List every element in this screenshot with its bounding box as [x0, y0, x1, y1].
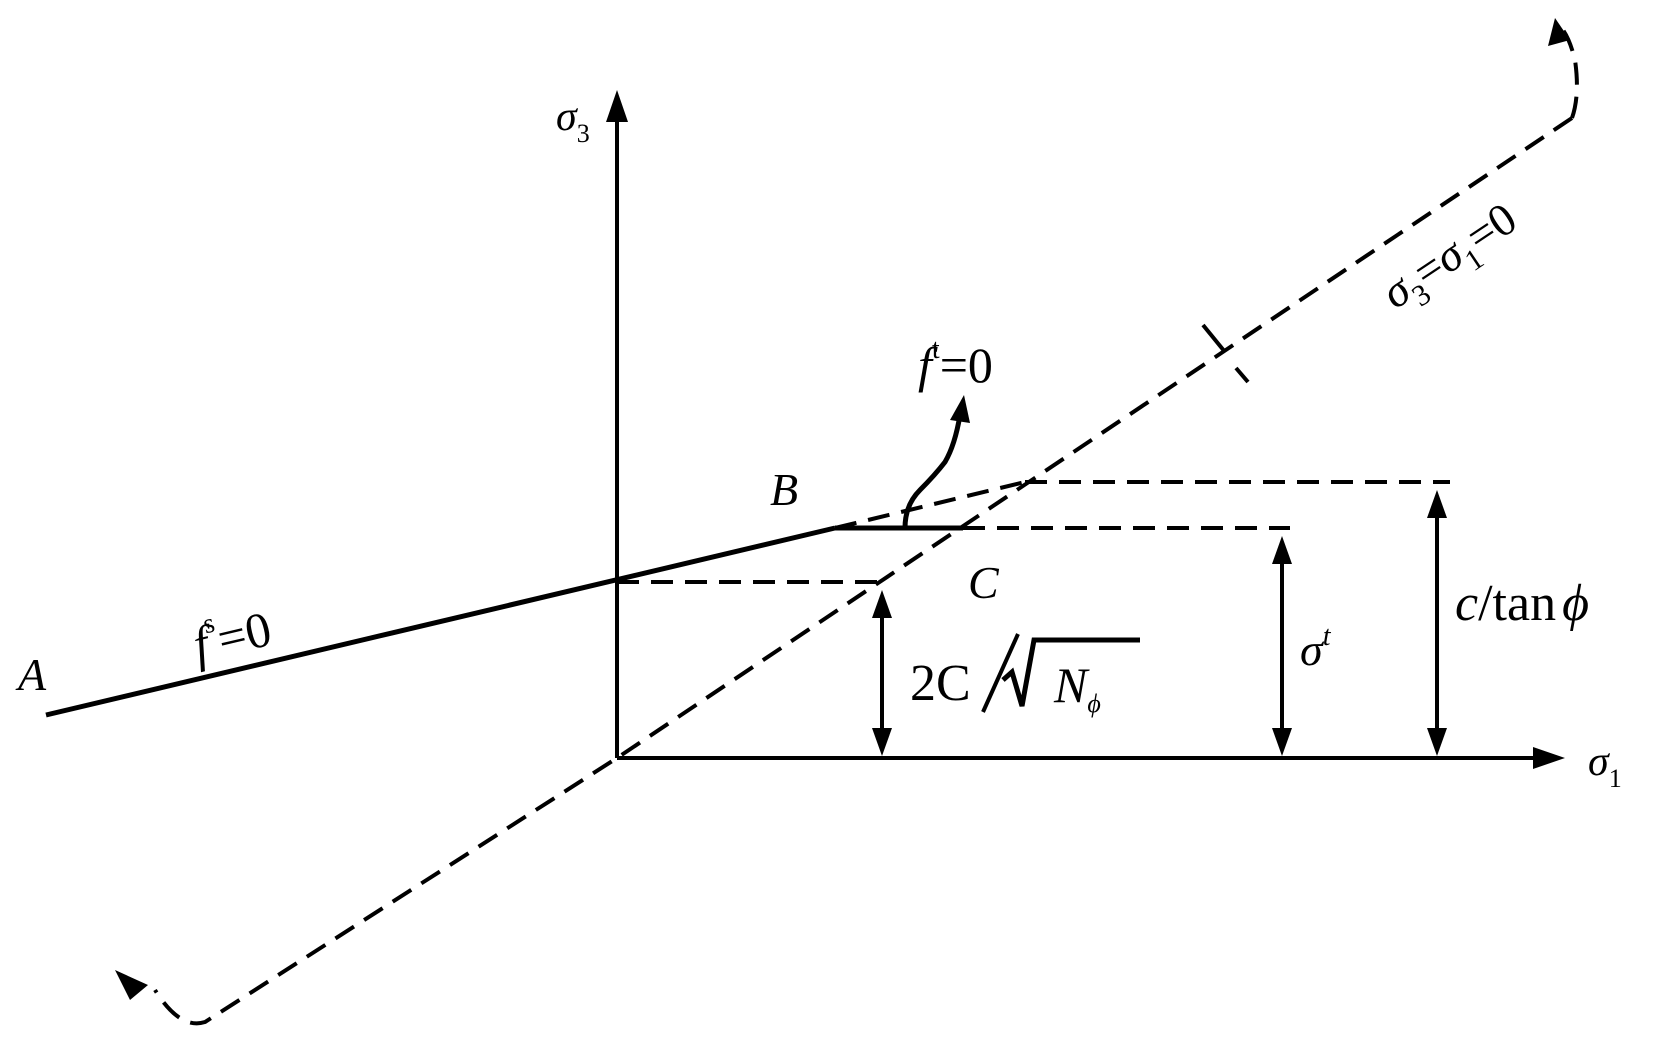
point-a-label: A [15, 649, 47, 700]
dim-2c-label: 2C Nϕ [910, 633, 1140, 718]
dimension-2c [872, 590, 892, 756]
diagonal-tick [1201, 323, 1227, 354]
sigma1-axis-label: σ1 [1588, 739, 1622, 793]
diagonal-line [153, 116, 1574, 1026]
shear-envelope-line [45, 525, 836, 718]
dimension-c-tan [1427, 490, 1447, 756]
sigma1-axis-arrowhead [1533, 747, 1565, 769]
axes [606, 90, 1565, 769]
diagonal-top-arrowhead [1548, 18, 1570, 46]
dimension-sigma-t [1272, 536, 1292, 756]
point-c-label: C [968, 557, 1000, 608]
dim-sigma-t-label: σt [1300, 621, 1332, 675]
tension-label-leader [902, 414, 963, 529]
tension-criterion-label: ft=0 [918, 334, 993, 393]
sigma3-axis-label: σ3 [556, 94, 590, 148]
diagonal-tick-2 [1234, 366, 1250, 384]
point-b-label: B [770, 464, 798, 515]
tension-label-leader-arrowhead [950, 395, 970, 423]
svg-text:2C: 2C [910, 655, 971, 712]
diagonal-label: σ3=σ1=0 [1372, 192, 1530, 325]
svg-text:Nϕ: Nϕ [1053, 657, 1101, 718]
diagonal-bottom-arrowhead [115, 970, 148, 1000]
diagonal-top-curve [1561, 28, 1579, 119]
sigma3-axis-arrowhead [606, 90, 628, 122]
